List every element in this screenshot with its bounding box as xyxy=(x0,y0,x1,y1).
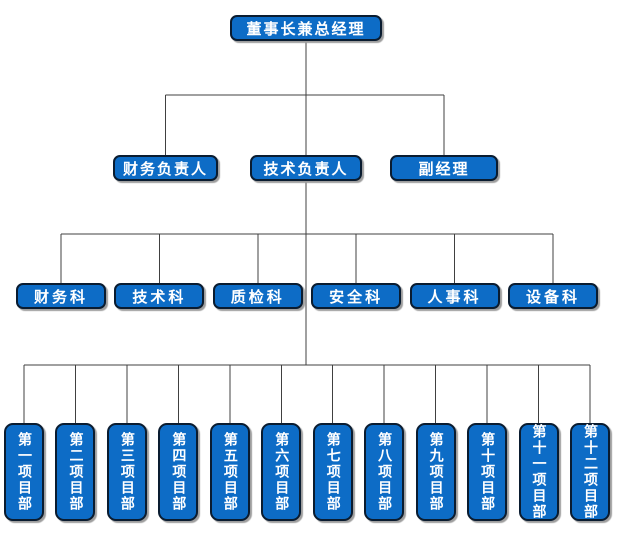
project-departments-row: 第一项目部 第二项目部 第三项目部 第四项目部 第五项目部 第六项目部 第七项目… xyxy=(4,423,610,521)
org-node-project-dept-12: 第十二项目部 xyxy=(569,423,610,521)
org-node-chairman-general-manager: 董事长兼总经理 xyxy=(230,15,382,41)
org-node-project-dept-6: 第六项目部 xyxy=(261,423,302,521)
org-node-technical-lead: 技术负责人 xyxy=(250,155,362,181)
org-node-finance-lead: 财务负责人 xyxy=(113,155,218,181)
org-node-project-dept-7: 第七项目部 xyxy=(312,423,353,521)
org-node-project-dept-8: 第八项目部 xyxy=(364,423,405,521)
org-node-project-dept-2: 第二项目部 xyxy=(55,423,96,521)
sections-row: 财务科 技术科 质检科 安全科 人事科 设备科 xyxy=(16,283,598,309)
org-node-project-dept-1: 第一项目部 xyxy=(4,423,44,521)
org-node-hr-section: 人事科 xyxy=(409,283,500,309)
org-node-project-dept-9: 第九项目部 xyxy=(415,423,456,521)
org-node-quality-inspection-section: 质检科 xyxy=(212,283,303,309)
org-node-project-dept-3: 第三项目部 xyxy=(106,423,147,521)
org-node-project-dept-11: 第十一项目部 xyxy=(518,423,559,521)
org-node-project-dept-4: 第四项目部 xyxy=(158,423,199,521)
org-node-equipment-section: 设备科 xyxy=(507,283,598,309)
org-node-project-dept-5: 第五项目部 xyxy=(209,423,250,521)
org-node-finance-section: 财务科 xyxy=(16,283,106,309)
org-node-technical-section: 技术科 xyxy=(114,283,205,309)
org-node-deputy-manager: 副经理 xyxy=(390,155,498,181)
org-node-project-dept-10: 第十项目部 xyxy=(467,423,508,521)
org-node-safety-section: 安全科 xyxy=(311,283,402,309)
